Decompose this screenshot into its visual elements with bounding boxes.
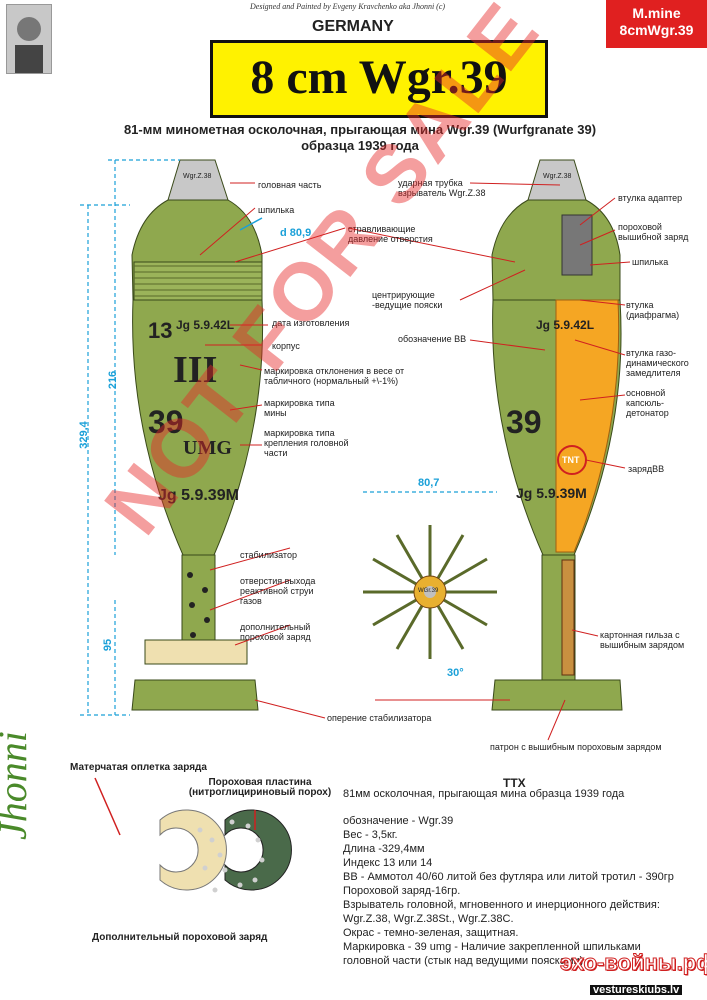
dim-80-7: 80,7	[418, 477, 440, 489]
label-stabilizer: стабилизатор	[240, 550, 297, 560]
label-weight: маркировка отклонения в весе от таблично…	[264, 366, 405, 386]
label-cartridge: картонная гильза с вышибным зарядом	[600, 630, 685, 650]
ttx-line: Пороховой заряд-16гр.	[343, 885, 461, 897]
label-powder: пороховой вышибной заряд	[618, 222, 689, 242]
label-bushing: втулка (диафрагма)	[626, 300, 680, 320]
ttx-line: Индекс 13 или 14	[343, 857, 433, 869]
label-date: дата изготовления	[272, 318, 350, 328]
subtitle: 81-мм минометная осколочная, прыгающая м…	[80, 122, 640, 154]
explosive-fill	[555, 299, 620, 553]
label-charge: зарядВВ	[628, 464, 665, 474]
label-adapter: втулка адаптер	[618, 193, 683, 203]
ttx-heading: ТТХ	[503, 776, 526, 790]
site-url[interactable]: vestureskiubs.lv	[590, 985, 683, 996]
site-logo[interactable]: эхо-войны.рф	[559, 950, 707, 975]
title-banner: 8 cm Wgr.39	[210, 40, 548, 118]
label-type: маркировка типа мины	[264, 398, 335, 418]
ttx-subheading: 81мм осколочная, прыгающая мина образца …	[343, 788, 625, 800]
label-patron: патрон с вышибным пороховым зарядом	[490, 742, 662, 752]
label-head: головная часть	[258, 180, 322, 190]
left-fuze-mark: Wgr.Z.38	[183, 173, 212, 180]
ttx-line: Вес - 3,5кг.	[343, 829, 398, 841]
left-bottom-mark: Jg 5.9.39M	[158, 487, 239, 504]
label-fuze: ударная трубка взрыватель Wgr.Z.38	[398, 178, 486, 198]
country-label: GERMANY	[312, 18, 394, 35]
ttx-line: ВВ - Аммотол 40/60 литой без футляра или…	[343, 871, 674, 883]
left-type-num: 39	[148, 404, 184, 440]
corner-tag-line1: M.mine	[632, 5, 681, 21]
plate-label: Пороховая пластина (нитроглицириновый по…	[188, 777, 332, 798]
ttx-line: Длина -329,4мм	[343, 843, 425, 855]
corner-tag-line2: 8cmWgr.39	[619, 22, 694, 38]
label-gas-holes: отверстия выхода реактивной струи газов	[240, 576, 316, 606]
base-mark: WGr.39	[418, 588, 439, 594]
dim-95: 95	[102, 638, 115, 652]
right-bottom-mark: Jg 5.9.39M	[516, 485, 587, 501]
right-date: Jg 5.9.42L	[536, 318, 595, 332]
label-body: корпус	[272, 341, 300, 351]
right-fuze-mark: Wgr.Z.38	[543, 173, 572, 180]
extra-charge-caption: Дополнительный пороховой заряд	[92, 932, 268, 943]
dim-angle: 30°	[447, 667, 464, 679]
label-pin-left: шпилька	[258, 205, 295, 215]
cloth-label: Матерчатая оплетка заряда	[70, 762, 207, 773]
ttx-list: обозначение - Wgr.39 Вес - 3,5кг. Длина …	[343, 814, 683, 968]
page-title: 8 cm Wgr.39	[250, 51, 508, 104]
label-explosive-mark: обозначение ВВ	[398, 334, 467, 344]
label-pin-right: шпилька	[632, 257, 669, 267]
label-fins: оперение стабилизатора	[327, 713, 432, 723]
label-extra-charge: дополнительный пороховой заряд	[240, 622, 311, 642]
dim-329: 329,4	[77, 421, 90, 449]
label-detonator: основной капсюль-детонатор	[626, 388, 669, 418]
left-roman: III	[173, 349, 218, 391]
label-release: стравливающие давление отверстия	[348, 224, 433, 244]
tnt-label: TNT	[562, 455, 580, 465]
credit: Designed and Painted by Evgeny Kravchenk…	[250, 2, 446, 11]
dim-diameter: d 80,9	[280, 227, 312, 239]
subtitle-line2: образца 1939 года	[301, 138, 419, 153]
ttx-line: Взрыватель головной, мгновенного и инерц…	[343, 899, 660, 925]
subtitle-line1: 81-мм минометная осколочная, прыгающая м…	[123, 122, 597, 137]
label-centering: центрирующие -ведущие пояски	[372, 290, 443, 310]
left-shell	[131, 159, 264, 711]
charge-rings	[159, 809, 292, 891]
ttx-line: Маркировка - 39 umg - Наличие закрепленн…	[343, 941, 641, 967]
label-fix: маркировка типа крепления головной части	[264, 428, 349, 458]
left-type-txt: UMG	[183, 437, 232, 459]
left-num: 13	[148, 318, 173, 343]
author-portrait	[6, 4, 52, 74]
corner-tag: M.mine 8cmWgr.39	[606, 0, 707, 48]
label-delay: втулка газо-динамического замедлителя	[626, 348, 689, 378]
dim-216: 216	[107, 370, 120, 390]
right-type-num: 39	[506, 404, 542, 440]
left-date: Jg 5.9.42L	[176, 318, 235, 332]
ttx-line: обозначение - Wgr.39	[343, 815, 454, 827]
signature: Jhonni	[0, 731, 35, 840]
ttx-line: Окрас - темно-зеленая, защитная.	[343, 927, 519, 939]
